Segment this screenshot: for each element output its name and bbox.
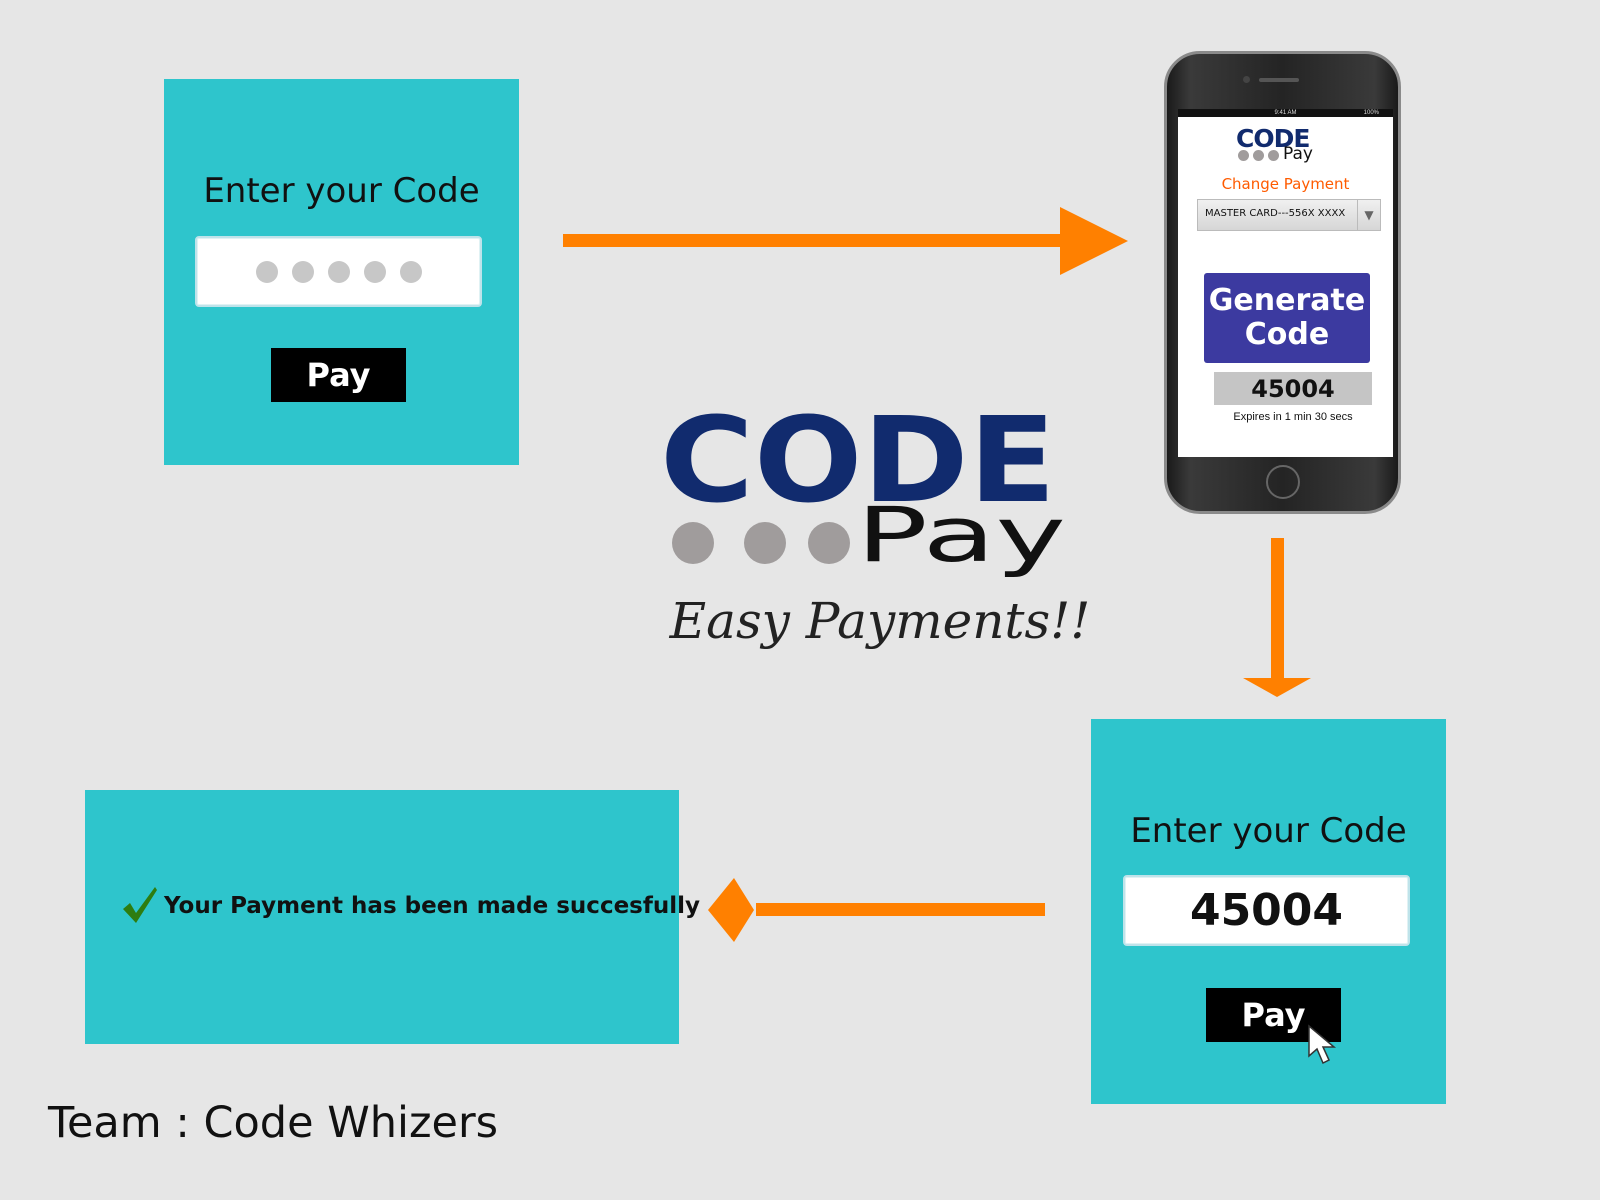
success-message: Your Payment has been made succesfully <box>164 893 701 919</box>
logo-code-wordmark: CODE <box>660 405 1056 510</box>
phone-logo-dot <box>1268 150 1279 161</box>
placeholder-dot <box>255 260 278 283</box>
placeholder-dot <box>399 260 422 283</box>
phone-screen: 9:41 AM 100% CODE Pay Change Payment MAS… <box>1178 109 1393 457</box>
status-bar: 9:41 AM 100% <box>1178 109 1393 117</box>
checkmark-icon <box>123 887 157 923</box>
status-battery: 100% <box>1363 110 1379 116</box>
generate-label-line2: Code <box>1244 317 1330 352</box>
code-input-value: 45004 <box>1189 885 1344 936</box>
code-input-filled[interactable]: 45004 <box>1123 875 1410 946</box>
phone-logo-dot <box>1253 150 1264 161</box>
logo-pay-text: Pay <box>856 503 1066 579</box>
expiry-text: Expires in 1 min 30 secs <box>1233 411 1353 423</box>
pay-button[interactable]: Pay <box>1206 988 1341 1042</box>
phone-logo-dot <box>1238 150 1249 161</box>
logo-dot <box>744 522 786 564</box>
phone-logo-code: CODE <box>1236 124 1310 153</box>
logo-dot <box>672 522 714 564</box>
arrow-right <box>563 207 1128 275</box>
panel-title: Enter your Code <box>1130 811 1407 851</box>
phone-camera <box>1243 76 1250 83</box>
codepay-logo: CODE Pay <box>660 405 1070 585</box>
placeholder-dot <box>327 260 350 283</box>
enter-code-panel-filled: Enter your Code 45004 Pay <box>1091 719 1446 1104</box>
arrow-down <box>1243 538 1311 697</box>
phone-logo-pay: Pay <box>1283 144 1313 164</box>
cursor-pointer-icon <box>1308 1024 1337 1065</box>
status-time: 9:41 AM <box>1274 110 1297 116</box>
phone-speaker <box>1259 78 1299 82</box>
phone-logo: CODE Pay <box>1236 124 1346 164</box>
arrow-left <box>708 878 1045 942</box>
tagline: Easy Payments!! <box>669 592 1091 650</box>
home-button <box>1266 465 1300 499</box>
payment-card-value: MASTER CARD---556X XXXX <box>1205 208 1346 219</box>
generate-code-button[interactable]: Generate Code <box>1204 273 1370 363</box>
generated-code: 45004 <box>1214 372 1372 405</box>
team-credit: Team : Code Whizers <box>48 1098 499 1148</box>
pay-button[interactable]: Pay <box>271 348 406 402</box>
generate-label-line1: Generate <box>1208 283 1366 318</box>
payment-success-panel <box>85 790 679 1044</box>
placeholder-dot <box>291 260 314 283</box>
code-placeholder-dots <box>197 238 480 305</box>
logo-pay-wordmark: Pay <box>856 503 1066 579</box>
code-input-empty[interactable] <box>195 236 482 307</box>
chevron-down-icon: ▼ <box>1357 200 1380 230</box>
placeholder-dot <box>363 260 386 283</box>
change-payment-link[interactable]: Change Payment <box>1221 175 1350 193</box>
panel-title: Enter your Code <box>203 171 480 211</box>
phone-mockup: 9:41 AM 100% CODE Pay Change Payment MAS… <box>1164 51 1401 514</box>
logo-code-text: CODE <box>660 405 1056 510</box>
enter-code-panel-empty: Enter your Code Pay <box>164 79 519 465</box>
payment-card-select[interactable]: MASTER CARD---556X XXXX ▼ <box>1197 199 1381 231</box>
logo-dot <box>808 522 850 564</box>
